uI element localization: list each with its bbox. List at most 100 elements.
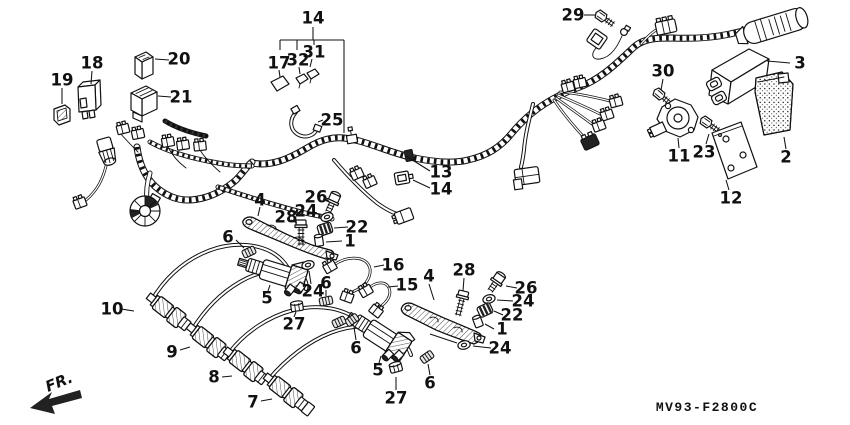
collar-1-a — [313, 233, 325, 248]
leader-line-4 — [257, 206, 261, 217]
handlebar-grip — [734, 7, 809, 45]
leader-line-10 — [120, 308, 135, 312]
part-label-28: 28 — [453, 261, 476, 280]
leader-line-5 — [378, 355, 382, 364]
part-label-31: 31 — [303, 43, 326, 62]
leader-line-15 — [387, 285, 399, 288]
square-connector-29 — [586, 28, 608, 50]
igniter-unit-2 — [754, 71, 794, 136]
part-label-21: 21 — [170, 88, 193, 107]
part-label-1: 1 — [496, 320, 507, 339]
coil-stay-left-4 — [242, 216, 339, 261]
part-label-25: 25 — [321, 111, 344, 130]
part-label-14: 14 — [430, 180, 453, 199]
leader-line-3 — [766, 60, 791, 64]
leader-line-28 — [290, 219, 298, 224]
leader-line-28 — [462, 277, 465, 292]
leader-line-12 — [725, 179, 730, 191]
clamp-25 — [289, 104, 323, 139]
leader-line-7 — [260, 398, 273, 402]
part-label-5: 5 — [372, 361, 383, 380]
leader-line-24 — [312, 211, 321, 216]
part-label-24: 24 — [512, 292, 535, 311]
part-label-24: 24 — [295, 202, 318, 221]
clip-6-d — [418, 349, 436, 365]
black-connector — [580, 130, 600, 151]
nut-27-b — [388, 360, 404, 375]
part-label-18: 18 — [81, 54, 104, 73]
harness-clamp — [345, 126, 359, 145]
part-code: MV93-F2800C — [656, 400, 758, 415]
part-label-4: 4 — [254, 191, 265, 210]
sub-cord-16 — [320, 256, 372, 304]
part-label-8: 8 — [208, 368, 219, 387]
leader-line-31 — [309, 58, 313, 68]
leader-line-14 — [412, 179, 431, 189]
leader-line-16 — [373, 264, 385, 268]
leader-line-1 — [484, 323, 495, 330]
spark-plug-cap-10 — [142, 288, 194, 334]
part-label-12: 12 — [720, 189, 743, 208]
leader-line-1 — [325, 240, 343, 243]
spark-plug-cap-8 — [219, 342, 271, 388]
leader-line-13 — [405, 155, 431, 172]
leader-line-8 — [221, 375, 233, 378]
part-label-4: 4 — [423, 267, 434, 286]
leader-line-27 — [293, 311, 297, 318]
part-label-3: 3 — [794, 54, 805, 73]
part-label-1: 1 — [344, 232, 355, 251]
part-label-20: 20 — [168, 50, 191, 69]
leader-line-2 — [783, 136, 787, 150]
part-label-9: 9 — [166, 343, 177, 362]
connector-20 — [134, 51, 154, 80]
leader-line-32 — [298, 66, 301, 75]
leader-line-24 — [472, 345, 492, 349]
connector-13-14 — [393, 170, 414, 186]
branch-connector-b — [654, 14, 678, 36]
relay-21 — [130, 85, 158, 123]
part-label-27: 27 — [283, 315, 306, 334]
part-label-22: 22 — [501, 306, 524, 325]
part-label-19: 19 — [51, 71, 74, 90]
part-label-26: 26 — [515, 279, 538, 298]
part-label-28: 28 — [275, 208, 298, 227]
leader-line-22 — [493, 310, 504, 316]
bolt-29 — [592, 8, 617, 29]
part-label-24: 24 — [302, 282, 325, 301]
leader-line-22 — [333, 226, 349, 229]
washer-24-d — [456, 339, 472, 351]
boot-connector-left — [96, 136, 117, 166]
leader-line-26 — [322, 198, 330, 202]
ignition-coil-front-5 — [237, 257, 311, 297]
part-label-6: 6 — [222, 228, 233, 247]
leader-line-6 — [353, 326, 357, 341]
callout-bracket-14 — [279, 27, 345, 133]
harness-tape-band — [403, 148, 415, 163]
part-label-27: 27 — [385, 389, 408, 408]
branch-wires — [84, 24, 660, 216]
part-label-13: 13 — [430, 163, 453, 182]
leader-line-4 — [428, 283, 435, 301]
spark-plug-cap-7 — [259, 368, 316, 417]
part-label-6: 6 — [320, 274, 331, 293]
clip-32 — [295, 73, 309, 89]
clamp-17 — [270, 75, 290, 92]
bracket-plate-12 — [711, 121, 758, 180]
part-label-11: 11 — [668, 147, 691, 166]
part-label-29: 29 — [562, 6, 585, 25]
part-label-10: 10 — [101, 300, 124, 319]
leader-line-24 — [308, 270, 312, 285]
leader-line-17 — [278, 69, 281, 78]
part-label-22: 22 — [346, 218, 369, 237]
part-label-6: 6 — [424, 374, 435, 393]
coil-stay-right-4 — [400, 302, 486, 345]
part-label-7: 7 — [247, 393, 258, 412]
part-label-16: 16 — [382, 256, 405, 275]
main-harness-braid — [248, 26, 752, 168]
leader-line-9 — [179, 346, 191, 351]
diode-19 — [53, 104, 71, 126]
part-label-15: 15 — [396, 276, 419, 295]
leader-line-24 — [496, 299, 514, 302]
leader-line-11 — [677, 137, 680, 149]
